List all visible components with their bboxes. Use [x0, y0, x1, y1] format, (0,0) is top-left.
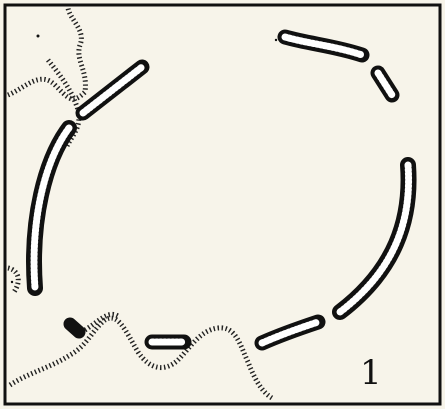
streak-left-lower	[8, 268, 18, 292]
speck-2	[11, 281, 13, 283]
streak-top-left	[8, 8, 85, 99]
segment-8	[70, 324, 79, 332]
ring-segments	[34, 37, 409, 343]
speck-3	[275, 39, 277, 41]
speck-1	[37, 35, 40, 38]
figure-number-label: 1	[360, 356, 382, 390]
frame-border	[5, 5, 440, 404]
streak-bottom	[10, 318, 272, 398]
